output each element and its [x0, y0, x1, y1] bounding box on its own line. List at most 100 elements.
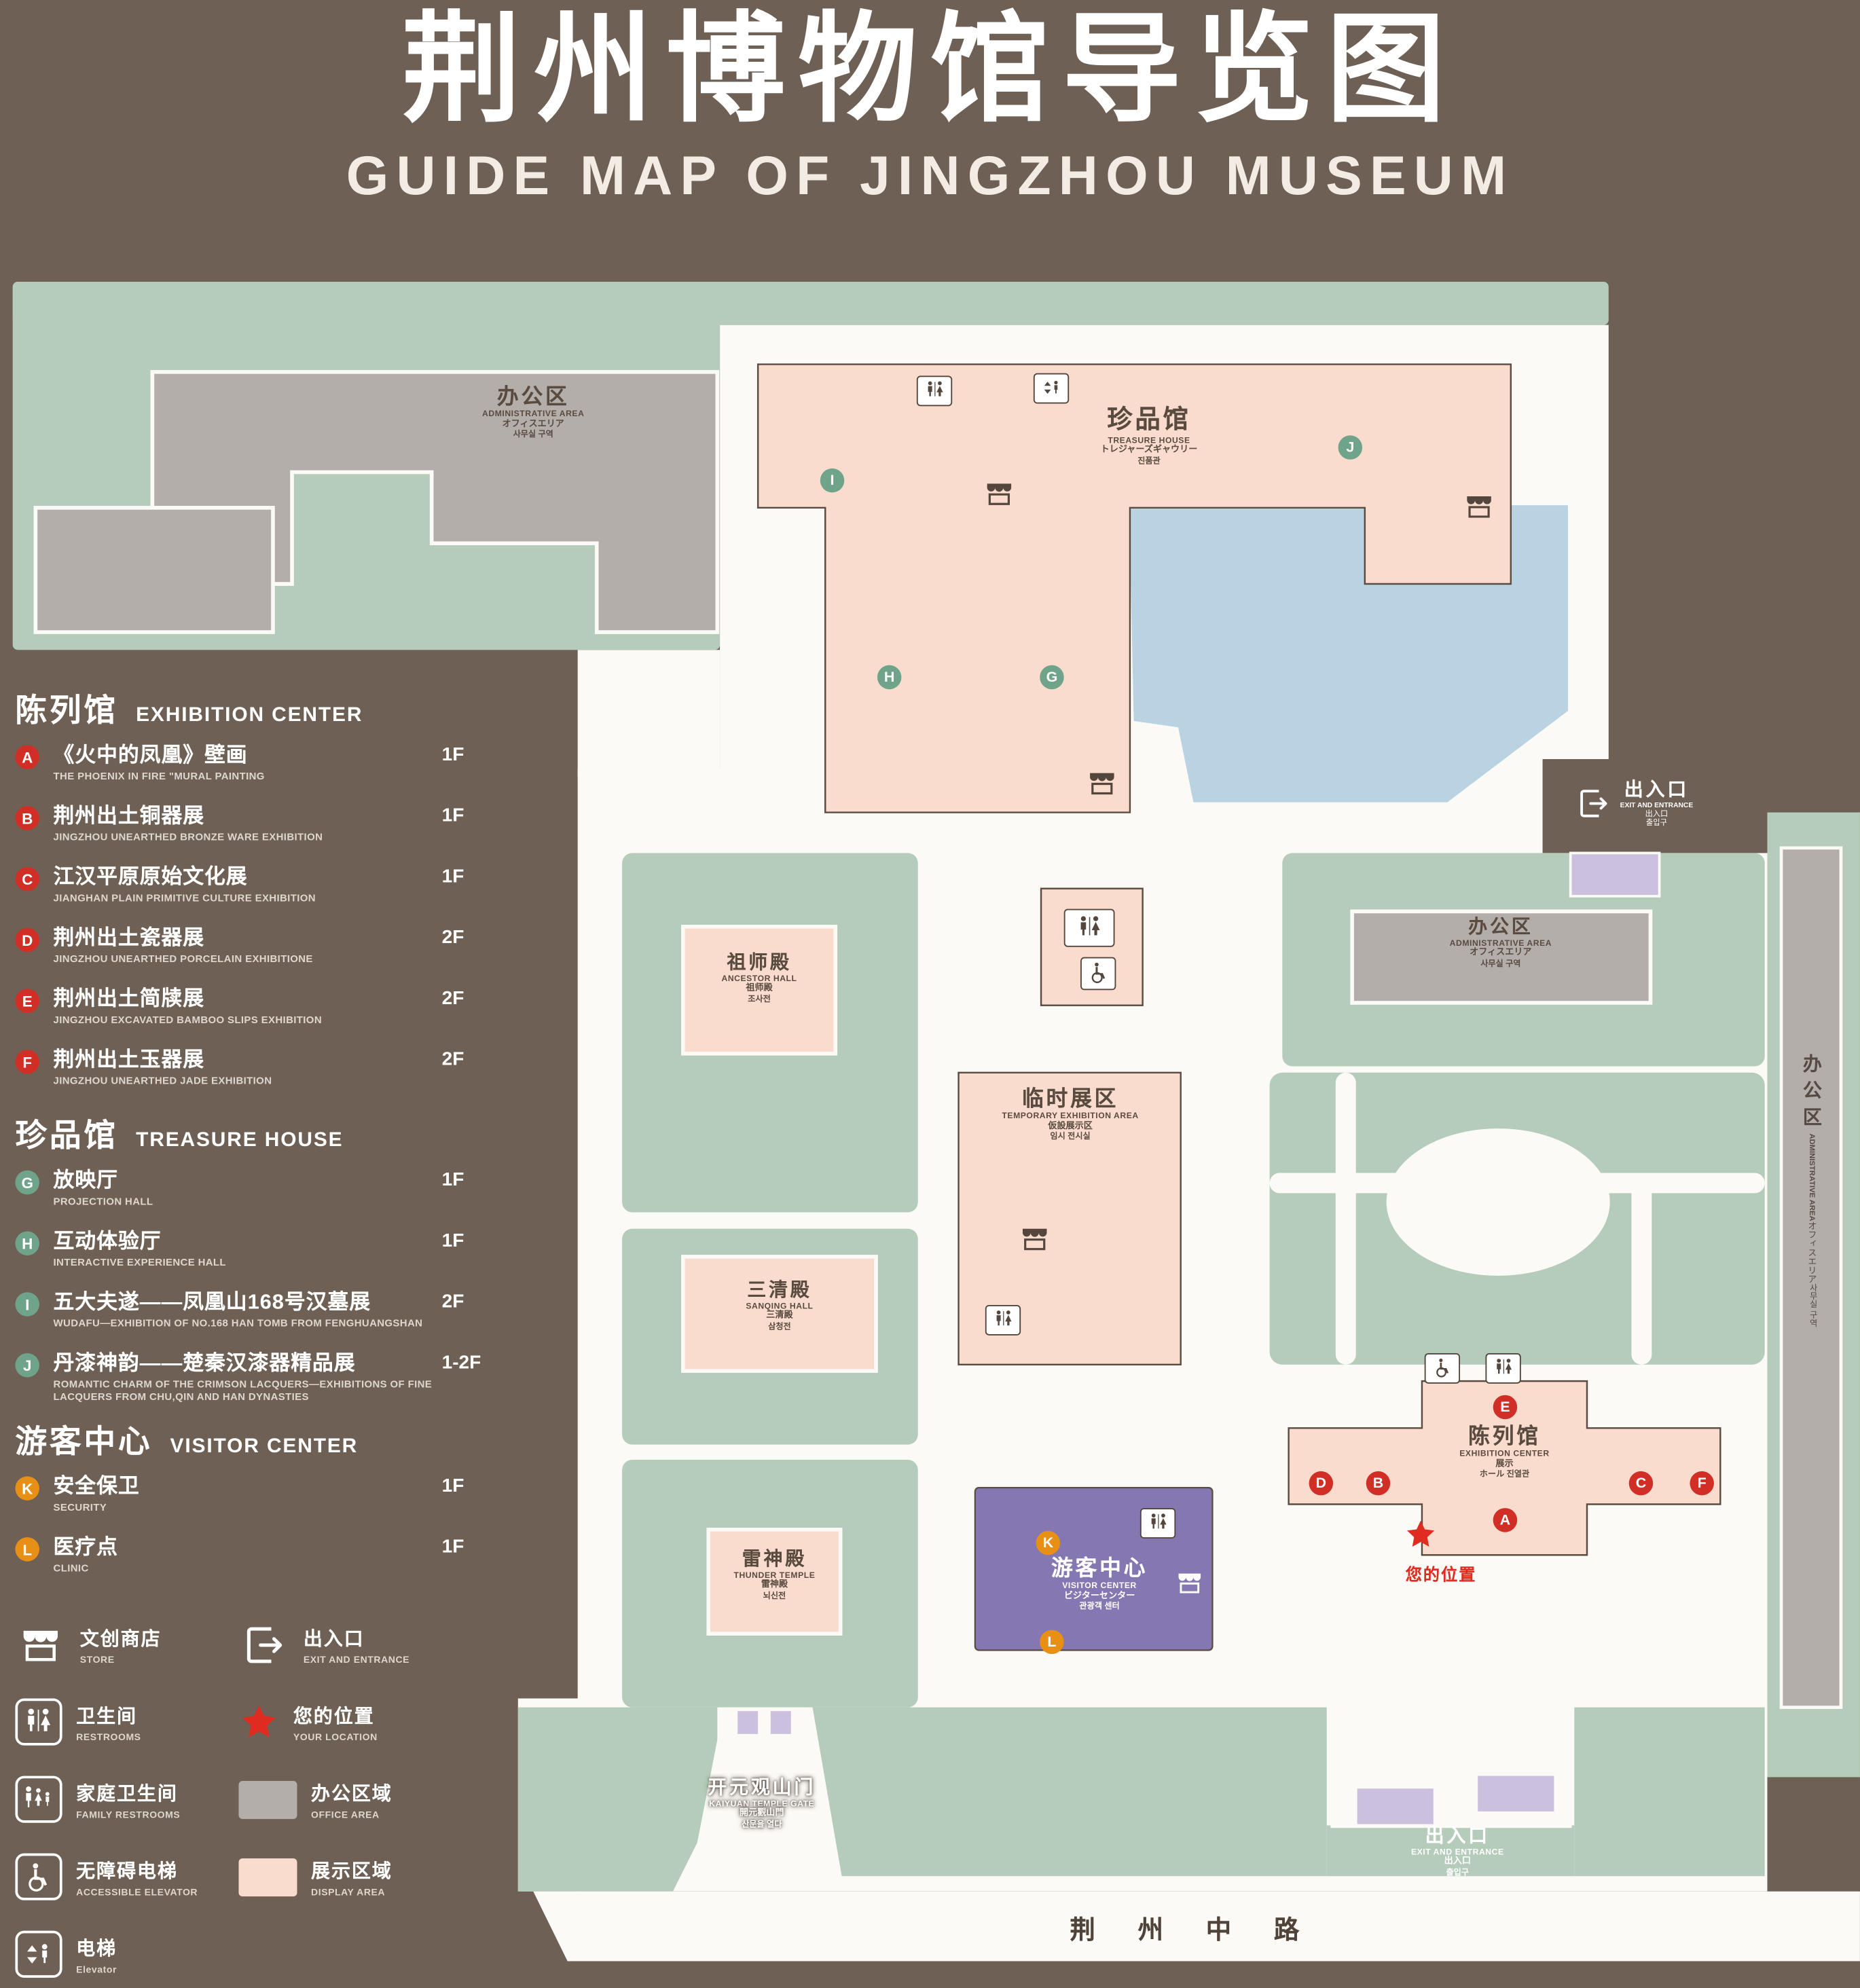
symbol-en: YOUR LOCATION [293, 1731, 378, 1743]
garden-path-vertical-1 [1335, 1072, 1356, 1365]
elevator-icon [15, 1931, 62, 1978]
office-building-top-left-annex [33, 506, 275, 634]
item-name-en: INTERACTIVE EXPERIENCE HALL [53, 1256, 226, 1268]
item-floor: 1F [441, 1230, 464, 1252]
item-name-zh: 互动体验厅 [53, 1230, 162, 1253]
label-en: EXIT AND ENTRANCE [1410, 1847, 1504, 1857]
label-en: ADMINISTRATIVE AREA [1807, 1133, 1815, 1221]
green-bottom-exit-strip [1326, 1825, 1575, 1877]
symbol-office-area: 办公区域 OFFICE AREA [238, 1780, 495, 1820]
letter-badge: K [15, 1477, 39, 1501]
letter-badge: D [15, 927, 39, 953]
label-en: EXHIBITION CENTER [1459, 1450, 1550, 1459]
label-zh: 办公区 [496, 384, 570, 409]
garden-path-vertical-2 [1631, 1180, 1652, 1365]
sanqing-hall-label: 三清殿 SANQING HALL 三清殿 삼청전 [746, 1280, 813, 1332]
label-ko: 삼청전 [768, 1322, 791, 1331]
ancestor-hall-building [681, 925, 838, 1056]
label-ja: ビジターセンター [1063, 1591, 1135, 1601]
item-name-en: WUDAFU—EXHIBITION OF NO.168 HAN TOMB FRO… [53, 1317, 423, 1329]
item-floor: 1F [441, 743, 464, 766]
label-ja: 出入口 [1645, 810, 1668, 819]
office-top-left-label: 办公区 ADMINISTRATIVE AREA オフィスエリア 사무실 구역 [482, 384, 584, 440]
symbol-en: STORE [79, 1653, 115, 1665]
label-zh: 雷神殿 [742, 1548, 807, 1570]
label-zh: 陈列馆 [1468, 1424, 1541, 1449]
entrance-building-bottom-1 [1354, 1786, 1436, 1827]
item-floor: 1F [441, 866, 464, 887]
symbol-en: FAMILY RESTROOMS [76, 1809, 181, 1820]
office-right-label: 办公区 ADMINISTRATIVE AREA オフィスエリア 사무실 구역 [1450, 917, 1552, 969]
symbol-en: OFFICE AREA [311, 1809, 380, 1820]
item-floor: 1F [441, 1475, 464, 1498]
symbol-en: ACCESSIBLE ELEVATOR [76, 1886, 198, 1898]
section-title-zh: 珍品馆 [15, 1118, 118, 1154]
store-icon [1173, 1569, 1207, 1597]
label-ko: ホール 진열관 [1479, 1469, 1530, 1479]
symbol-zh: 您的位置 [293, 1706, 375, 1728]
map-marker-k: K [1036, 1530, 1061, 1556]
road-name-label: 荆 州 中 路 [1070, 1917, 1317, 1945]
label-en: KAIYUAN TEMPLE GATE [709, 1799, 815, 1809]
gate-path [691, 1707, 839, 1877]
map-marker-d: D [1309, 1471, 1334, 1496]
item-name-en: PROJECTION HALL [53, 1195, 153, 1207]
map-marker-e: E [1493, 1395, 1518, 1420]
item-floor: 2F [441, 1048, 464, 1071]
label-en: TREASURE HOUSE [1108, 436, 1190, 445]
symbol-zh: 办公区域 [311, 1783, 393, 1805]
road [533, 1891, 1860, 1962]
map-marker-b: B [1366, 1471, 1391, 1496]
family-restroom-icon [15, 1776, 62, 1824]
map-marker-j: J [1338, 435, 1363, 460]
map-marker-l: L [1040, 1630, 1064, 1655]
gate-pillar-left [735, 1708, 761, 1737]
map-marker-c: C [1628, 1471, 1654, 1496]
restroom-icon [1139, 1508, 1176, 1539]
treasure-house-building [756, 363, 1512, 813]
label-zh: 开元观山门 [708, 1777, 816, 1799]
item-name-en: JINGZHOU UNEARTHED JADE EXHIBITION [53, 1074, 272, 1086]
temporary-exhibition-label: 临时展区 TEMPORARY EXHIBITION AREA 仮設展示区 임시 … [1002, 1086, 1138, 1142]
label-ko: 출입구 [1446, 1868, 1470, 1877]
symbol-en: EXIT AND ENTRANCE [303, 1653, 410, 1665]
label-ja: オフィスエリア [1807, 1221, 1817, 1284]
label-ja: 開元觀山門 [740, 1809, 784, 1818]
restroom-icon [916, 375, 953, 407]
title-english: GUIDE MAP OF JINGZHOU MUSEUM [346, 145, 1514, 207]
green-bottom-right [1574, 1707, 1765, 1877]
label-zh: 珍品馆 [1107, 406, 1191, 435]
title-chinese: 荆州博物馆导览图 [401, 2, 1459, 136]
symbol-zh: 出入口 [303, 1628, 365, 1651]
map-marker-i: I [820, 468, 845, 493]
green-bottom-middle [812, 1707, 1327, 1877]
label-zh: 临时展区 [1022, 1086, 1119, 1111]
path-area-left [577, 650, 721, 777]
item-name-zh: 五大夫遂——凤凰山168号汉墓展 [53, 1291, 371, 1314]
item-name-zh: 医疗点 [53, 1536, 118, 1560]
label-ko: 진품관 [1137, 456, 1161, 466]
label-zh: 办公区 [1800, 1053, 1822, 1134]
store-icon [981, 479, 1017, 509]
label-ko: 사무실 구역 [513, 430, 553, 439]
gate-pillar-right [768, 1708, 794, 1737]
item-name-en: JINGZHOU UNEARTHED BRONZE WARE EXHIBITIO… [53, 830, 323, 843]
label-ja: 雷神殿 [761, 1581, 788, 1590]
map-marker-f: F [1690, 1471, 1714, 1496]
label-ja: 展示 [1495, 1459, 1514, 1469]
restroom-icon [1485, 1352, 1521, 1384]
label-zh: 游客中心 [1051, 1556, 1148, 1581]
label-zh: 办公区 [1468, 916, 1533, 938]
treasure-house-label: 珍品馆 TREASURE HOUSE トレジャーズギャウリー 진품관 [1101, 406, 1198, 466]
exhibition-center-building [1288, 1380, 1721, 1556]
